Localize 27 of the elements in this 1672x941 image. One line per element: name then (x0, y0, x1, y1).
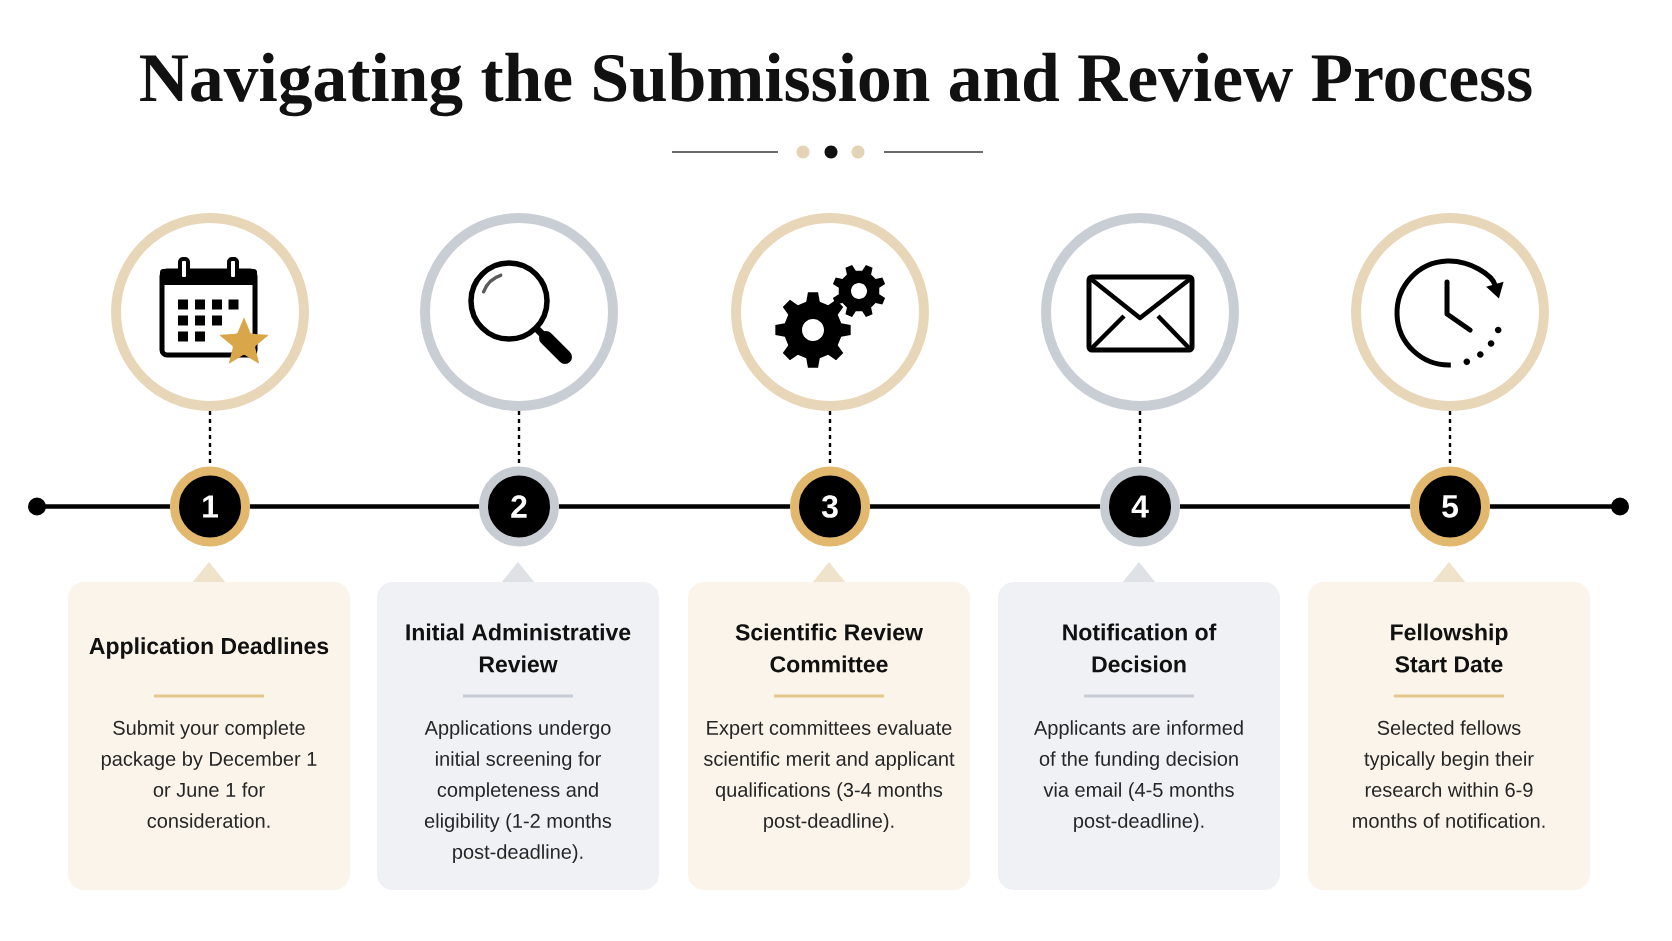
info-card (68, 562, 350, 890)
timeline-line (1180, 504, 1410, 509)
card-text: Submit your complete package by December 1 or June 1 for consideration. (101, 720, 317, 828)
step-number: 4 (1100, 466, 1180, 547)
info-card (998, 562, 1280, 890)
info-card (377, 562, 659, 890)
card-heading: Application Deadlines (89, 637, 329, 659)
card-heading: Notification of Decision (1063, 623, 1217, 673)
timeline-line (559, 504, 790, 509)
card-text: Selected fellows typically begin their research within 6-9 months of notification. (1353, 720, 1545, 828)
step-number: 2 (479, 466, 559, 547)
card-text: Expert committees evaluate scientific merit and applicant qualifications (3-4 months post-deadline). (703, 720, 955, 832)
info-card (688, 562, 970, 890)
card-heading: Initial Administrative Review (406, 623, 631, 673)
step-number: 1 (170, 466, 250, 547)
timeline-line (1490, 497, 1629, 516)
card-text: Applicants are informed of the funding decision via email (4-5 months post-deadline). (1034, 720, 1243, 832)
timeline-line (250, 504, 479, 509)
info-card (1308, 562, 1590, 890)
card-heading: Fellowship Start Date (1391, 623, 1508, 673)
card-text: Applications undergo initial screening for completeness and eligibility (1-2 months post-deadline). (424, 720, 612, 863)
step-number: 3 (790, 466, 870, 547)
step-number: 5 (1410, 466, 1490, 547)
title: Navigating the Submission and Review Process (140, 52, 1532, 117)
timeline-line (28, 497, 170, 516)
timeline-line (870, 504, 1100, 509)
card-heading: Scientific Review Committee (735, 623, 923, 673)
